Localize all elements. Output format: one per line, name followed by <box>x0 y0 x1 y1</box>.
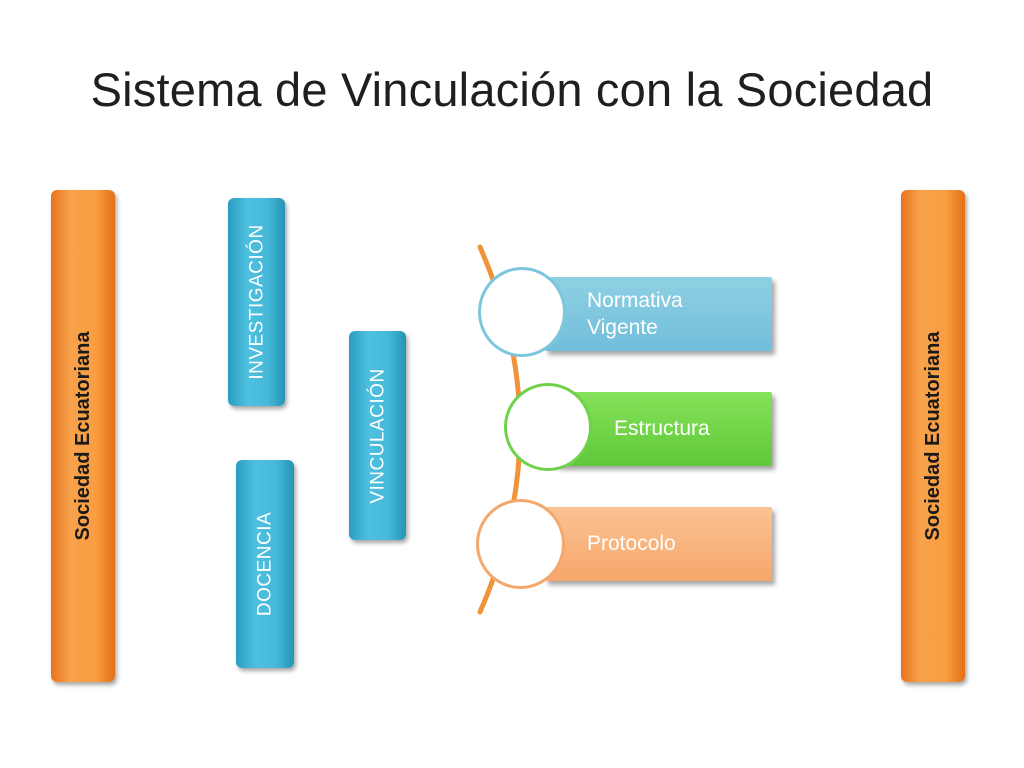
right-society-label: Sociedad Ecuatoriana <box>922 331 944 541</box>
normativa-circle-marker <box>478 267 566 357</box>
investigacion-pillar: INVESTIGACIÓN <box>228 198 285 406</box>
normativa-line-1: Normativa <box>587 288 683 312</box>
normativa-vigente-label: Normativa Vigente <box>545 277 772 351</box>
vinculacion-pillar: VINCULACIÓN <box>349 331 406 540</box>
estructura-label: Estructura <box>614 417 710 441</box>
protocolo-label: Protocolo <box>587 532 676 556</box>
protocolo-circle-marker <box>476 499 565 589</box>
normativa-vigente-box: Normativa Vigente <box>545 277 772 351</box>
left-society-bar: Sociedad Ecuatoriana <box>51 190 115 682</box>
estructura-circle-marker <box>504 383 592 471</box>
docencia-pillar: DOCENCIA <box>236 460 294 668</box>
normativa-line-2: Vigente <box>587 316 658 339</box>
right-society-bar: Sociedad Ecuatoriana <box>901 190 965 682</box>
estructura-box: Estructura <box>556 392 772 466</box>
protocolo-box: Protocolo <box>545 507 772 581</box>
slide-title: Sistema de Vinculación con la Sociedad <box>90 63 934 116</box>
